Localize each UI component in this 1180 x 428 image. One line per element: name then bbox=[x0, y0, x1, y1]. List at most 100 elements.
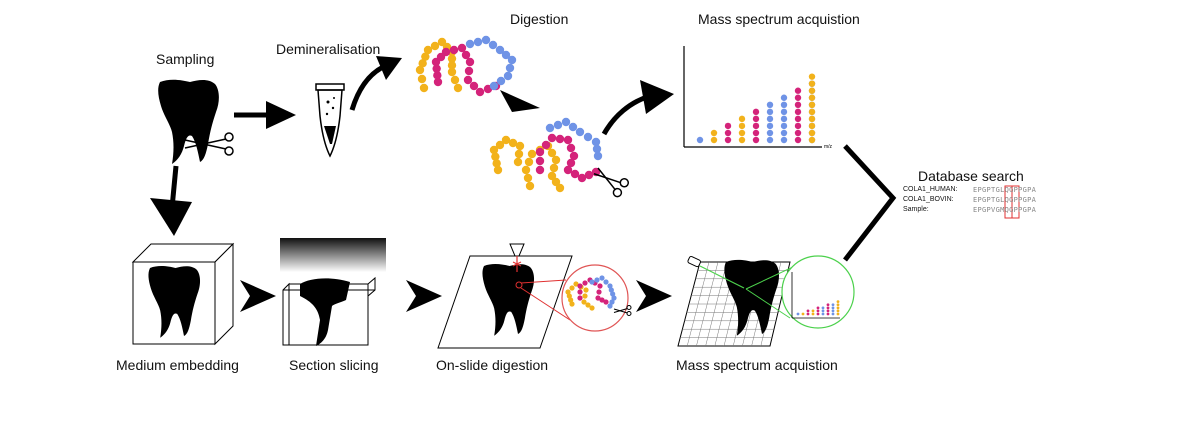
bead bbox=[566, 158, 576, 168]
bead bbox=[493, 165, 503, 175]
bead bbox=[415, 65, 425, 75]
bead bbox=[766, 108, 774, 116]
bead bbox=[463, 75, 473, 85]
scissors-icon bbox=[593, 167, 630, 198]
label-sampling: Sampling bbox=[156, 51, 215, 67]
bead bbox=[457, 43, 467, 53]
bead bbox=[766, 101, 774, 109]
bead bbox=[826, 303, 830, 307]
arrow-right-icon bbox=[234, 101, 296, 129]
bead bbox=[495, 140, 505, 150]
bead bbox=[738, 115, 746, 123]
bead bbox=[565, 289, 571, 295]
bead bbox=[583, 132, 593, 142]
bead bbox=[766, 136, 774, 144]
bead bbox=[780, 101, 788, 109]
bead bbox=[808, 80, 816, 87]
bead bbox=[570, 169, 580, 179]
bead bbox=[816, 312, 820, 316]
arrow-down-icon bbox=[150, 165, 192, 236]
bead bbox=[432, 64, 441, 73]
bead bbox=[441, 47, 451, 57]
peptide-chains-mini bbox=[565, 275, 617, 311]
bead bbox=[766, 122, 774, 130]
bead bbox=[752, 115, 760, 123]
bead bbox=[806, 309, 810, 313]
bead bbox=[584, 170, 594, 180]
bead bbox=[582, 280, 588, 286]
bead bbox=[836, 306, 840, 310]
bead bbox=[492, 159, 501, 168]
bead bbox=[611, 295, 617, 301]
bead bbox=[551, 177, 561, 187]
db-row-seq: EPGPVGMQGPPGPA bbox=[973, 206, 1037, 214]
bead bbox=[596, 289, 602, 295]
bead bbox=[724, 129, 732, 137]
bead bbox=[710, 129, 718, 137]
db-row-seq: EPGPTGLQGPPGPA bbox=[973, 186, 1037, 194]
bead bbox=[488, 40, 498, 50]
bead bbox=[595, 295, 601, 301]
bead bbox=[475, 87, 485, 97]
bead bbox=[535, 165, 545, 175]
bead bbox=[568, 297, 574, 303]
zoom-lines-green bbox=[745, 265, 796, 319]
bead bbox=[808, 108, 816, 116]
bead bbox=[808, 122, 816, 130]
bead bbox=[569, 301, 575, 307]
bead bbox=[566, 293, 572, 299]
bead bbox=[495, 45, 505, 55]
bead bbox=[569, 151, 579, 161]
bead bbox=[549, 163, 559, 173]
bead bbox=[501, 135, 511, 145]
bead bbox=[831, 309, 835, 313]
bead bbox=[515, 141, 525, 151]
bead bbox=[826, 306, 830, 310]
bead bbox=[826, 309, 830, 313]
bead bbox=[464, 66, 474, 76]
bead bbox=[597, 283, 603, 289]
arrow-right-icon bbox=[636, 280, 672, 312]
bead bbox=[801, 312, 805, 316]
mass-spectrum-mini bbox=[791, 272, 840, 319]
bead bbox=[577, 283, 583, 289]
bead bbox=[607, 303, 613, 309]
bead bbox=[575, 127, 585, 137]
bead bbox=[816, 306, 820, 310]
bead bbox=[585, 302, 591, 308]
bead bbox=[780, 129, 788, 137]
bead bbox=[523, 173, 533, 183]
bead bbox=[816, 309, 820, 313]
bead bbox=[419, 83, 429, 93]
db-row-seq: EPGPTGLQGPPGPA bbox=[973, 196, 1037, 204]
bead bbox=[589, 279, 595, 285]
bead bbox=[514, 149, 524, 159]
bead bbox=[766, 129, 774, 137]
bead bbox=[808, 87, 816, 94]
bead bbox=[473, 37, 483, 47]
bead bbox=[609, 299, 615, 305]
bead bbox=[561, 117, 571, 127]
db-row-name: COLA1_HUMAN: bbox=[903, 186, 958, 193]
bead bbox=[465, 39, 475, 49]
bead bbox=[738, 129, 746, 137]
bead bbox=[811, 312, 815, 316]
bead bbox=[553, 120, 563, 130]
label-section-slicing: Section slicing bbox=[289, 357, 379, 373]
bead bbox=[796, 312, 800, 316]
bead bbox=[507, 55, 517, 65]
label-onslide-digestion: On-slide digestion bbox=[436, 357, 549, 373]
bead bbox=[821, 312, 825, 316]
bead bbox=[780, 94, 788, 101]
bead bbox=[831, 312, 835, 316]
sampling-tooth-icon bbox=[158, 79, 219, 164]
bead bbox=[821, 306, 825, 310]
peptide-chains-digested bbox=[489, 117, 603, 193]
bead bbox=[501, 50, 511, 60]
arrow-right-icon bbox=[406, 280, 442, 312]
label-ms-top: Mass spectrum acquistion bbox=[698, 11, 860, 27]
bead bbox=[794, 136, 802, 144]
bead bbox=[780, 115, 788, 123]
bead bbox=[794, 101, 802, 109]
bead bbox=[555, 183, 565, 193]
